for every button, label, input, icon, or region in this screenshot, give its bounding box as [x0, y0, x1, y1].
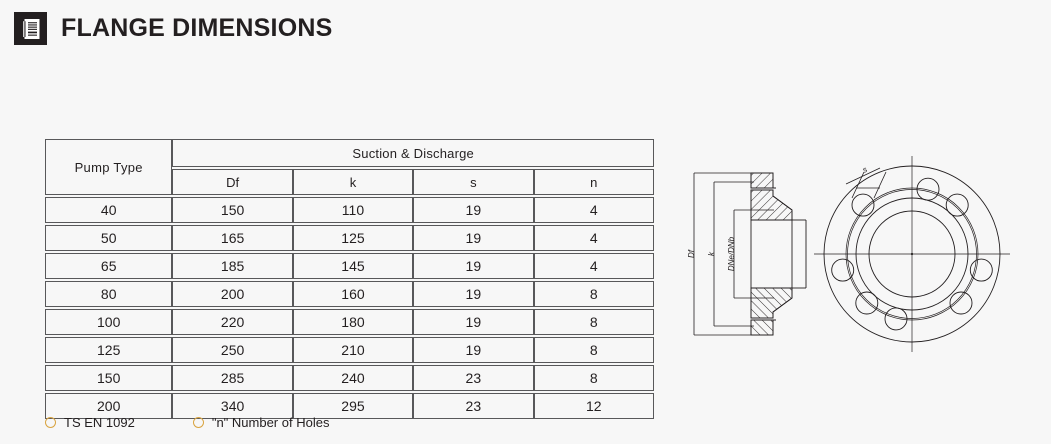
front-dimension-s	[845, 167, 887, 199]
table-row: 40 150 110 19 4	[45, 197, 654, 223]
label-s: s	[861, 165, 868, 175]
table-row: 100 220 180 19 8	[45, 309, 654, 335]
cell-df: 340	[172, 393, 293, 419]
document-list-icon	[14, 12, 47, 45]
cell-n: 4	[533, 197, 654, 223]
cell-s: 19	[413, 225, 534, 251]
table-row: 150 285 240 23 8	[45, 365, 654, 391]
column-header-df: Df	[172, 169, 293, 195]
cell-k: 145	[292, 253, 414, 279]
cell-k: 180	[292, 309, 414, 335]
flange-dimensions-table-container: Pump Type Suction & Discharge Df k s n 4…	[45, 137, 654, 421]
section-dimension-lines	[693, 172, 774, 336]
cell-s: 19	[413, 309, 534, 335]
cell-pump-type: 100	[45, 309, 173, 335]
cell-s: 19	[413, 281, 534, 307]
table-header-row-primary: Pump Type Suction & Discharge	[45, 139, 654, 195]
cell-k: 240	[292, 365, 414, 391]
table-row: 200 340 295 23 12	[45, 393, 654, 419]
cell-df: 285	[172, 365, 293, 391]
table-header-row-secondary: Df k s n	[45, 169, 654, 195]
cell-df: 200	[172, 281, 293, 307]
flange-technical-drawing: Df k DNe/DNb	[684, 132, 1044, 377]
table-row: 50 165 125 19 4	[45, 225, 654, 251]
cell-n: 4	[533, 253, 654, 279]
cell-k: 210	[292, 337, 414, 363]
cell-n: 8	[533, 309, 654, 335]
page-header: FLANGE DIMENSIONS	[14, 12, 332, 45]
cell-df: 250	[172, 337, 293, 363]
cell-k: 125	[292, 225, 414, 251]
legend-item-standard: TS EN 1092	[45, 415, 135, 430]
cell-pump-type: 50	[45, 225, 173, 251]
cell-n: 4	[533, 225, 654, 251]
column-header-n: n	[533, 169, 654, 195]
table-body: 40 150 110 19 4 50 165 125 19 4 65 185 1…	[45, 197, 654, 419]
column-header-suction-discharge: Suction & Discharge	[172, 139, 654, 167]
cell-s: 23	[413, 393, 534, 419]
legend: TS EN 1092 "n" Number of Holes	[45, 415, 329, 430]
cell-s: 19	[413, 337, 534, 363]
cell-pump-type: 150	[45, 365, 173, 391]
legend-label: "n" Number of Holes	[211, 415, 330, 430]
cell-k: 160	[292, 281, 414, 307]
label-df: Df	[687, 249, 696, 258]
cell-k: 110	[292, 197, 414, 223]
flange-dimensions-table: Pump Type Suction & Discharge Df k s n 4…	[45, 137, 654, 421]
section-dimension-labels: Df k DNe/DNb	[687, 236, 736, 271]
cell-s: 19	[413, 253, 534, 279]
cell-pump-type: 125	[45, 337, 173, 363]
label-k: k	[707, 251, 716, 256]
cell-s: 19	[413, 197, 534, 223]
table-header: Pump Type Suction & Discharge Df k s n	[45, 139, 654, 195]
cell-df: 220	[172, 309, 293, 335]
cell-df: 165	[172, 225, 293, 251]
section-view	[750, 172, 807, 336]
cell-pump-type: 40	[45, 197, 173, 223]
column-header-s: s	[413, 169, 534, 195]
circle-outline-icon	[45, 417, 56, 428]
cell-k: 295	[292, 393, 414, 419]
cell-n: 8	[533, 281, 654, 307]
legend-label: TS EN 1092	[64, 415, 135, 430]
page-title: FLANGE DIMENSIONS	[61, 14, 333, 42]
cell-n: 8	[533, 337, 654, 363]
front-view	[814, 156, 1010, 352]
cell-df: 150	[172, 197, 293, 223]
column-header-pump-type: Pump Type	[45, 139, 173, 195]
table-row: 65 185 145 19 4	[45, 253, 654, 279]
cell-n: 8	[533, 365, 654, 391]
cell-df: 185	[172, 253, 293, 279]
cell-pump-type: 65	[45, 253, 173, 279]
cell-pump-type: 200	[45, 393, 173, 419]
table-row: 125 250 210 19 8	[45, 337, 654, 363]
column-header-k: k	[292, 169, 414, 195]
circle-outline-icon	[192, 417, 204, 428]
legend-item-holes: "n" Number of Holes	[192, 415, 330, 430]
cell-s: 23	[413, 365, 534, 391]
cell-pump-type: 80	[45, 281, 173, 307]
cell-n: 12	[533, 393, 654, 419]
label-dne-dnb: DNe/DNb	[727, 236, 736, 271]
table-row: 80 200 160 19 8	[45, 281, 654, 307]
